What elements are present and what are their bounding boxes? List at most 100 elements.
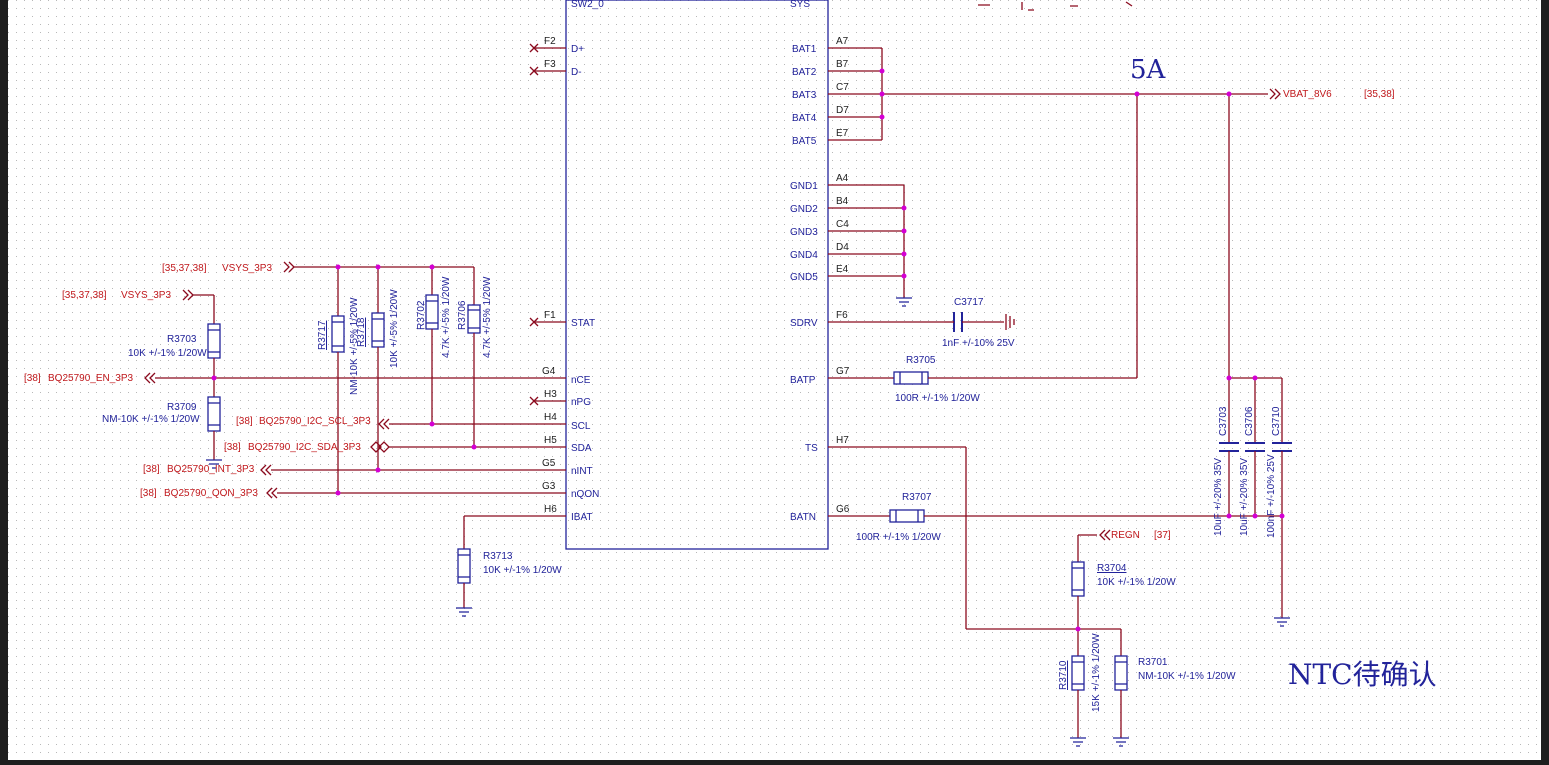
component-ref: R3705 [906,355,936,366]
net-label-int[interactable]: BQ25790_INT_3P3 [167,464,255,475]
c3717-capacitor[interactable]: C3717 1nF +/-10% 25V [942,297,1015,349]
chassis-ground-symbol [1005,314,1015,330]
component-ref: R3707 [902,492,932,503]
output-capacitors: C3703 10uF +/-20% 35V C3706 10uF +/-20% … [1213,94,1292,627]
net-label-vsys-2[interactable]: VSYS_3P3 [121,290,171,301]
ground-symbol [896,297,912,307]
pin-number: B4 [836,196,849,207]
net-label-qon[interactable]: BQ25790_QON_3P3 [164,488,258,499]
pin-number: H3 [544,389,557,400]
pin-name: D- [571,67,582,78]
no-connect-mark [529,317,539,327]
pin-name: nINT [571,466,593,477]
r3705-resistor[interactable]: R3705 100R +/-1% 1/20W [892,94,1138,404]
pin-name: GND5 [790,272,818,283]
component-ref: R3704 [1097,563,1127,574]
top-cut-fragments [978,1,1133,11]
net-ref-int: [38] [143,464,160,475]
r3713-resistor[interactable]: R3713 10K +/-1% 1/20W [457,548,562,584]
r3707-resistor[interactable]: R3707 100R +/-1% 1/20W [856,492,1282,543]
pin-number: H4 [544,412,557,423]
net-port-arrow [266,487,278,499]
component-ref: R3710 [1058,660,1069,690]
left-signal-nets: [38] BQ25790_EN_3P3 [38] BQ25790_I2C_SCL… [24,372,566,617]
grid-dots [8,0,1541,760]
net-label-vbat[interactable]: VBAT_8V6 [1283,89,1332,100]
ic-body[interactable] [565,0,829,550]
pin-name: nCE [571,375,591,386]
pin-name: GND1 [790,181,818,192]
ic-top-left-cut: SW2_0 [571,0,604,10]
ground-symbol [1113,737,1129,747]
ic-top-right-cut: SYS [790,0,810,10]
component-value: 15K +/-1% 1/20W [1091,633,1102,712]
ground-symbol [456,607,472,617]
component-value: 100R +/-1% 1/20W [856,532,941,543]
pin-name: SDA [571,443,592,454]
net-label-sda[interactable]: BQ25790_I2C_SDA_3P3 [248,442,361,453]
component-value: 1nF +/-10% 25V [942,338,1015,349]
annotation-current: 5A [1130,55,1167,85]
component-ref: R3702 [416,300,427,330]
net-ref-en: [38] [24,373,41,384]
ts-network: REGN [37] R3704 10K +/-1% 1/20W R3710 15… [965,447,1236,747]
component-value: 10K +/-1% 1/20W [128,348,207,359]
component-ref: R3706 [457,300,468,330]
pin-name: D+ [571,44,584,55]
pin-number: E7 [836,128,849,139]
net-ref-regn: [37] [1154,530,1171,541]
pin-number: F1 [544,310,556,321]
component-ref: R3718 [356,317,367,347]
pin-number: G4 [542,366,556,377]
pin-number: C7 [836,82,849,93]
net-label-regn[interactable]: REGN [1111,530,1140,541]
component-value: 10K +/-1% 1/20W [1097,577,1176,588]
pin-name: GND2 [790,204,818,215]
r3704-resistor[interactable]: R3704 10K +/-1% 1/20W [1071,561,1176,597]
net-ref-scl: [38] [236,416,253,427]
component-value: 100R +/-1% 1/20W [895,393,980,404]
pin-name: IBAT [571,512,592,523]
net-ref-vsys-1: [35,37,38] [162,263,207,274]
pin-number: D4 [836,242,849,253]
pin-number: H6 [544,504,557,515]
no-connect-mark [529,43,539,53]
net-ref-vbat: [35,38] [1364,89,1395,100]
component-value: 4.7K +/-5% 1/20W [482,276,493,358]
pin-name: SCL [571,421,591,432]
no-connect-mark [529,66,539,76]
pin-number: C4 [836,219,849,230]
pin-name: nQON [571,489,599,500]
pin-number: E4 [836,264,849,275]
ground-symbol [1274,617,1290,627]
pin-name: TS [805,443,818,454]
pin-number: D7 [836,105,849,116]
pin-number: H7 [836,435,849,446]
component-ref: C3710 [1271,406,1282,436]
component-value: 10K +/-5% 1/20W [389,289,400,368]
net-port-arrow [1099,529,1111,541]
component-ref: R3703 [167,334,197,345]
net-port-arrow [260,464,272,476]
pin-number: F6 [836,310,848,321]
pin-number: G7 [836,366,850,377]
component-value: 10K +/-1% 1/20W [483,565,562,576]
net-label-en[interactable]: BQ25790_EN_3P3 [48,373,134,384]
left-pins: F2 D+ F3 D- F1 STAT G4 nCE H3 nPG H4 SCL… [529,36,599,523]
r3703-resistor[interactable]: R3703 10K +/-1% 1/20W [128,323,221,359]
net-port-arrow [378,418,390,430]
component-value: 10uF +/-20% 35V [1213,458,1224,536]
net-label-scl[interactable]: BQ25790_I2C_SCL_3P3 [259,416,371,427]
r3702-resistor[interactable]: R3702 4.7K +/-5% 1/20W [416,276,452,358]
pin-name: BAT3 [792,90,817,101]
component-value: NM-10K +/-5% 1/20W [349,297,360,395]
pin-number: F2 [544,36,556,47]
component-ref: C3706 [1244,406,1255,436]
component-ref: R3717 [317,320,328,350]
pin-name: STAT [571,318,595,329]
pin-number: G6 [836,504,850,515]
component-ref: R3701 [1138,657,1168,668]
net-label-vsys-1[interactable]: VSYS_3P3 [222,263,272,274]
net-ref-qon: [38] [140,488,157,499]
pin-name: BAT5 [792,136,817,147]
